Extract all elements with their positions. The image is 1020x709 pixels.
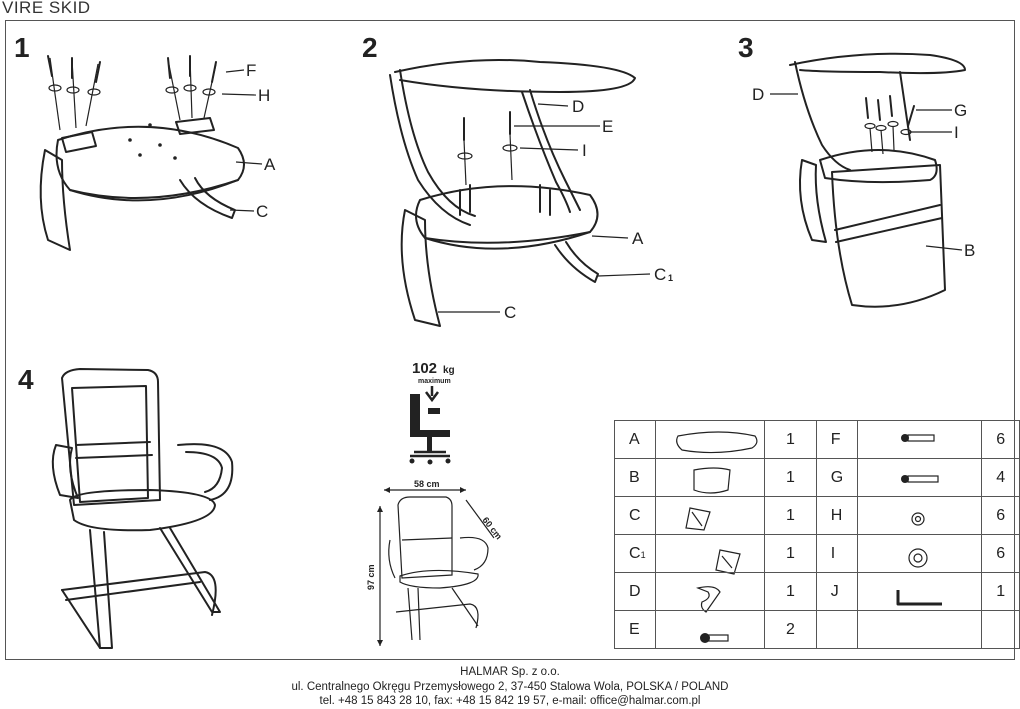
callout-f: F bbox=[246, 61, 256, 80]
part-letter: C1 bbox=[613, 534, 657, 573]
step-2-number: 2 bbox=[362, 32, 378, 63]
part-letter: B bbox=[613, 458, 657, 497]
part-quantity: 6 bbox=[981, 420, 1020, 459]
callout-e: E bbox=[602, 117, 613, 136]
part-letter-subscript: 1 bbox=[640, 549, 646, 560]
callout-c: C bbox=[504, 303, 516, 322]
part-letter-main: C bbox=[629, 544, 641, 562]
part-quantity: 4 bbox=[981, 458, 1020, 497]
callout-i: I bbox=[582, 141, 587, 160]
capacity-badge: 102 kg maximum bbox=[409, 360, 455, 465]
part-picture bbox=[655, 496, 766, 535]
part-quantity: 1 bbox=[981, 572, 1020, 611]
part-picture bbox=[655, 572, 766, 611]
part-quantity: 6 bbox=[981, 534, 1020, 573]
dimension-height: 97 cm bbox=[366, 564, 376, 590]
step-1-number: 1 bbox=[14, 32, 30, 63]
part-quantity: 6 bbox=[981, 496, 1020, 535]
part-letter: F bbox=[815, 420, 858, 459]
part-picture bbox=[655, 458, 766, 497]
capacity-value: 102 bbox=[412, 360, 437, 377]
callout-a: A bbox=[264, 155, 276, 174]
part-picture bbox=[655, 420, 766, 459]
callout-a: A bbox=[632, 229, 644, 248]
dimension-width: 58 cm bbox=[414, 479, 440, 489]
step-4-drawing bbox=[51, 368, 234, 649]
step-3-drawing: D G I B bbox=[752, 52, 975, 308]
part-picture bbox=[655, 534, 766, 573]
callout-d: D bbox=[572, 97, 584, 116]
footer: HALMAR Sp. z o.o. ul. Centralnego Okręgu… bbox=[0, 665, 1020, 709]
capacity-unit: kg bbox=[443, 365, 455, 376]
part-quantity: 1 bbox=[764, 534, 817, 573]
capacity-note: maximum bbox=[418, 378, 451, 385]
chair-silhouette-icon bbox=[409, 394, 451, 465]
callout-h: H bbox=[258, 86, 270, 105]
part-letter: A bbox=[613, 420, 657, 459]
company-address: ul. Centralnego Okręgu Przemysłowego 2, … bbox=[291, 680, 729, 693]
product-title: VIRE SKID bbox=[2, 0, 91, 17]
part-letter: J bbox=[815, 572, 858, 611]
step-2-drawing: D E I A C 1 C bbox=[389, 58, 673, 327]
callout-c1: C bbox=[654, 265, 666, 284]
callout-i: I bbox=[954, 123, 959, 142]
part-letter: C bbox=[613, 496, 657, 535]
company-contact: tel. +48 15 843 28 10, fax: +48 15 842 1… bbox=[319, 695, 701, 707]
part-quantity: 1 bbox=[764, 572, 817, 611]
instruction-frame bbox=[5, 20, 1015, 660]
step-3-number: 3 bbox=[738, 32, 754, 63]
callout-b: B bbox=[964, 241, 975, 260]
part-picture bbox=[856, 420, 983, 459]
part-picture bbox=[655, 610, 766, 649]
callout-c: C bbox=[256, 202, 268, 221]
part-quantity: 2 bbox=[764, 610, 817, 649]
part-quantity: 1 bbox=[764, 496, 817, 535]
callout-d: D bbox=[752, 85, 764, 104]
part-letter: I bbox=[815, 534, 858, 573]
part-quantity bbox=[981, 610, 1020, 649]
part-quantity: 1 bbox=[764, 420, 817, 459]
part-letter: H bbox=[815, 496, 858, 535]
dimensions-drawing: 58 cm 60 cm 97 cm bbox=[366, 479, 504, 646]
callout-c1-subscript: 1 bbox=[668, 273, 673, 283]
company-name: HALMAR Sp. z o.o. bbox=[460, 666, 560, 678]
part-picture bbox=[856, 572, 983, 611]
callout-g: G bbox=[954, 101, 967, 120]
dimension-depth: 60 cm bbox=[480, 515, 504, 541]
part-letter bbox=[815, 610, 858, 649]
part-quantity: 1 bbox=[764, 458, 817, 497]
part-letter: E bbox=[613, 610, 657, 649]
step-4-number: 4 bbox=[18, 364, 34, 395]
part-picture bbox=[856, 458, 983, 497]
part-picture bbox=[856, 534, 983, 573]
part-letter: G bbox=[815, 458, 858, 497]
part-letter: D bbox=[613, 572, 657, 611]
part-picture bbox=[856, 610, 983, 649]
part-picture bbox=[856, 496, 983, 535]
step-1-drawing: F H A C bbox=[39, 55, 276, 251]
